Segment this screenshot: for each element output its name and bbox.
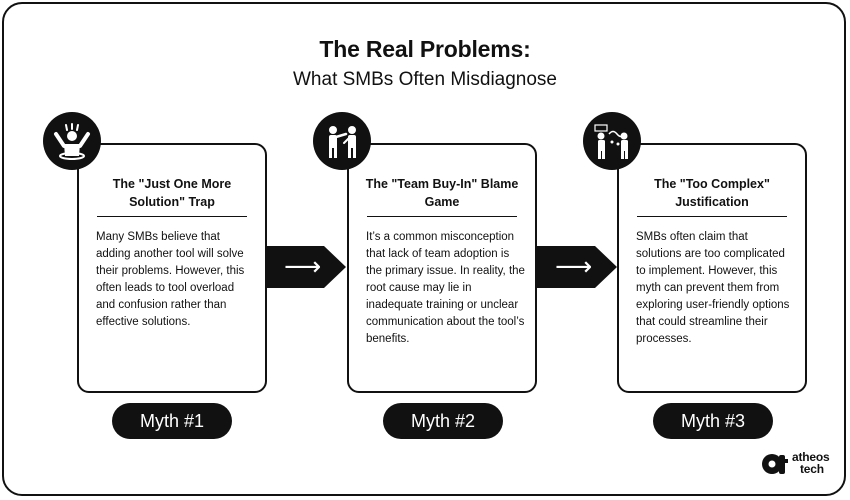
myth-card-1: The "Just One More Solution" Trap Many S…	[77, 143, 267, 393]
logo-wordmark: atheos tech	[792, 450, 830, 476]
overwhelmed-person-icon	[43, 112, 101, 170]
flow-arrow-2: ⟶	[537, 246, 617, 288]
myth-card-2: The "Team Buy-In" Blame Game It’s a comm…	[347, 143, 537, 393]
atheos-tech-logo: atheos tech	[762, 450, 842, 478]
myth-card-title: The "Just One More Solution" Trap	[112, 177, 232, 209]
myth-card-body: SMBs often claim that solutions are too …	[636, 231, 790, 345]
flow-arrow-1: ⟶	[266, 246, 346, 288]
myth-label-2: Myth #2	[383, 403, 503, 439]
myth-label-1: Myth #1	[112, 403, 232, 439]
logo-line-2: tech	[800, 462, 824, 476]
myth-card-body: Many SMBs believe that adding another to…	[96, 231, 245, 328]
myth-card-body: It’s a common misconception that lack of…	[366, 231, 525, 345]
pointing-blame-icon	[313, 112, 371, 170]
right-arrow-icon: ⟶	[555, 252, 593, 282]
divider	[97, 216, 247, 217]
page-title: The Real Problems:	[319, 36, 531, 62]
myth-card-title: The "Too Complex" Justification	[654, 177, 770, 209]
logo-line-1: atheos	[792, 450, 830, 464]
myth-card-3: The "Too Complex" Justification SMBs oft…	[617, 143, 807, 393]
myth-label-3: Myth #3	[653, 403, 773, 439]
right-arrow-icon: ⟶	[284, 252, 322, 282]
page-subtitle: What SMBs Often Misdiagnose	[293, 69, 557, 90]
divider	[367, 216, 517, 217]
logo-mark-icon	[762, 452, 788, 476]
myth-card-title: The "Team Buy-In" Blame Game	[365, 177, 519, 209]
confused-presenters-icon	[583, 112, 641, 170]
divider	[637, 216, 787, 217]
